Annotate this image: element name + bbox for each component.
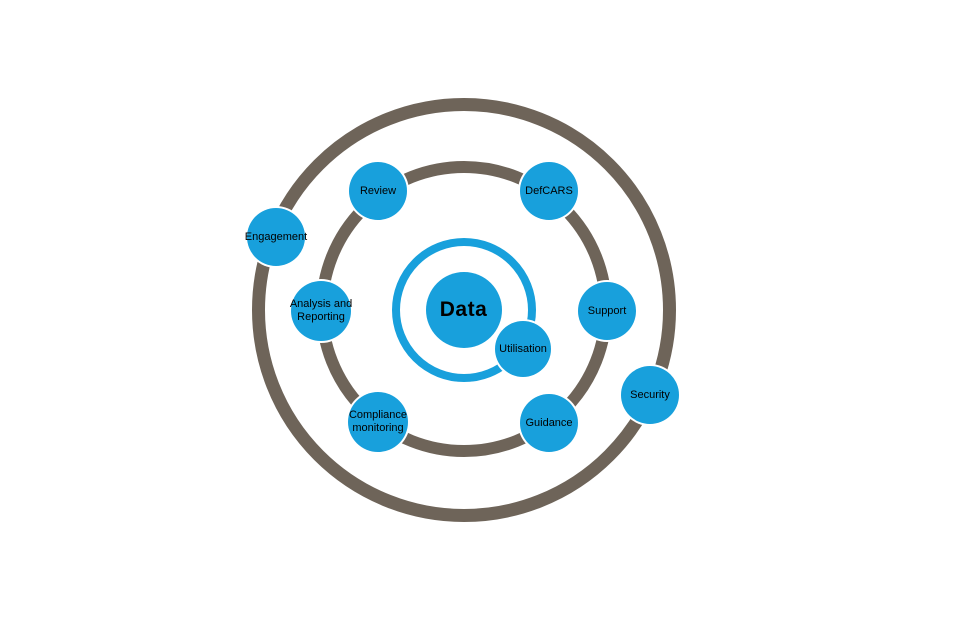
inner-blue-ring xyxy=(391,238,536,382)
node-defcars: DefCARS xyxy=(520,162,578,220)
node-label: DefCARS xyxy=(525,184,573,197)
node-security: Security xyxy=(621,366,679,424)
node-label: Utilisation xyxy=(499,342,547,355)
node-label: Security xyxy=(630,388,670,401)
node-label: Engagement xyxy=(244,230,308,243)
node-label: Compliance monitoring xyxy=(348,409,408,434)
node-analysis-and-reporting: Analysis and Reporting xyxy=(289,281,353,341)
node-review: Review xyxy=(349,162,407,220)
node-engagement: Engagement xyxy=(244,208,308,266)
node-guidance: Guidance xyxy=(520,394,578,452)
node-support: Support xyxy=(578,282,636,340)
node-label: Support xyxy=(587,304,627,317)
data-center-node: Data xyxy=(425,272,502,348)
node-label: Analysis and Reporting xyxy=(289,298,353,323)
node-compliance-monitoring: Compliance monitoring xyxy=(348,392,408,452)
node-label: Review xyxy=(359,184,397,197)
node-label: Guidance xyxy=(525,416,573,429)
data-center-label: Data xyxy=(439,298,488,321)
node-utilisation: Utilisation xyxy=(495,321,551,377)
